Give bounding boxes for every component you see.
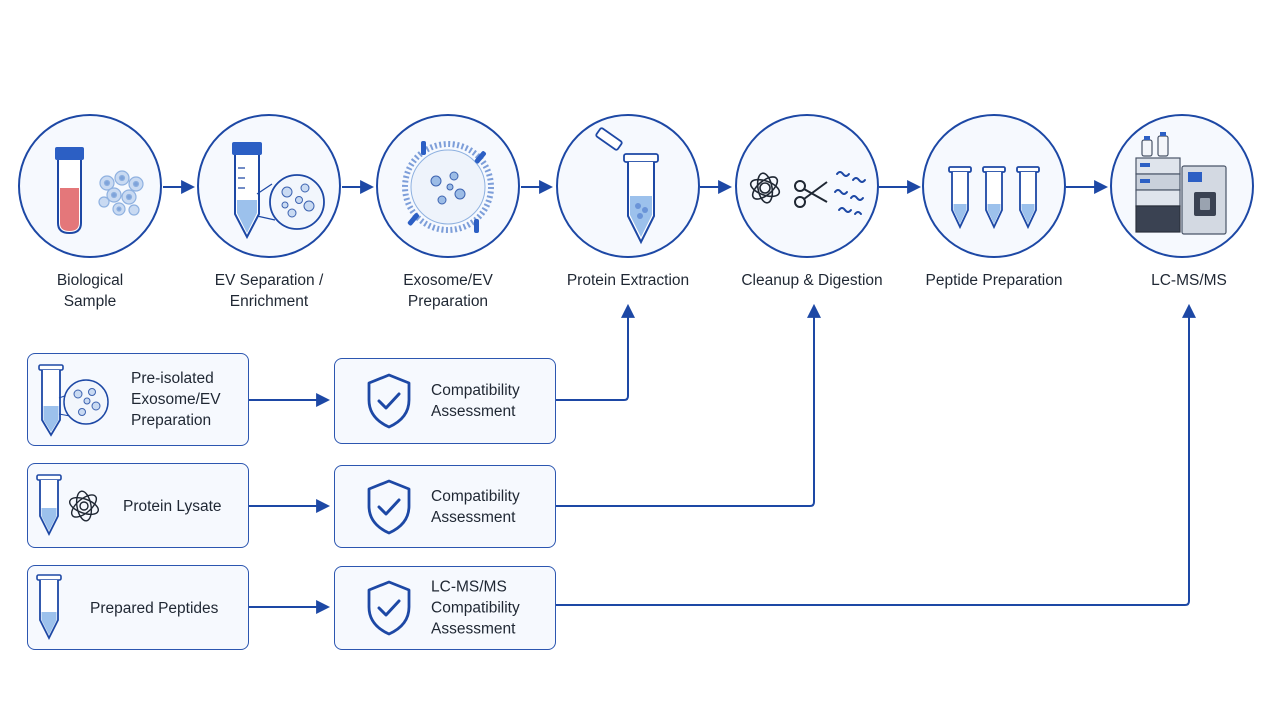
tube-with-protein-icon: [36, 474, 99, 537]
entry-label: Prepared Peptides: [90, 600, 219, 617]
step-label-lc-ms-ms: LC-MS/MS: [1151, 272, 1227, 289]
shield-check-icon: [367, 373, 411, 429]
compatibility-assessment-2: Compatibility Assessment: [334, 465, 556, 548]
mass-spectrometer-icon: [1135, 132, 1227, 235]
three-microtubes-icon: [948, 166, 1040, 230]
entry-prepared-peptides: Prepared Peptides: [27, 565, 249, 650]
check-label: Compatibility Assessment: [431, 487, 520, 526]
conical-tube-with-vesicles-icon: [232, 142, 325, 240]
blood-tube-and-cells-icon: [55, 147, 144, 235]
open-microtube-icon: [595, 127, 659, 245]
entry-protein-lysate: Protein Lysate: [27, 463, 249, 548]
check-label: Compatibility Assessment: [431, 382, 520, 420]
step-cleanup-digestion: [735, 114, 879, 258]
step-ev-separation: [197, 114, 341, 258]
entry-label: Pre-isolated Exosome/EV Preparation: [131, 370, 221, 429]
step-label-biological-sample: Biological Sample: [56, 272, 124, 310]
tube-with-vesicles-icon: [38, 364, 109, 437]
step-biological-sample: [18, 114, 162, 258]
step-label-protein-extraction: Protein Extraction: [566, 272, 690, 289]
shield-check-icon: [367, 479, 411, 534]
entry-label: Protein Lysate: [123, 498, 222, 515]
compatibility-assessment-1: Compatibility Assessment: [334, 358, 556, 444]
lc-ms-ms-compatibility-assessment: LC-MS/MS Compatibility Assessment: [334, 566, 556, 650]
entry-pre-isolated-exosome: Pre-isolated Exosome/EV Preparation: [27, 353, 249, 446]
step-lc-ms-ms: [1110, 114, 1254, 258]
exosome-icon: [402, 141, 494, 233]
check-label: LC-MS/MS Compatibility Assessment: [431, 578, 520, 638]
step-label-cleanup-digestion: Cleanup & Digestion: [741, 272, 883, 289]
arrow-check3-lcms: [556, 303, 1196, 606]
arrow-check2-cleanup: [556, 303, 821, 507]
protein-scissors-peptides-icon: [749, 171, 866, 215]
step-label-peptide-preparation: Peptide Preparation: [925, 272, 1063, 289]
step-peptide-preparation: [922, 114, 1066, 258]
shield-check-icon: [367, 580, 411, 636]
arrow-check1-protein-extraction: [556, 303, 635, 401]
step-protein-extraction: [556, 114, 700, 258]
step-label-exosome-preparation: Exosome/EV Preparation: [403, 272, 493, 310]
step-exosome-preparation: [376, 114, 520, 258]
microtube-icon: [36, 574, 62, 641]
step-label-ev-separation: EV Separation / Enrichment: [214, 272, 324, 310]
